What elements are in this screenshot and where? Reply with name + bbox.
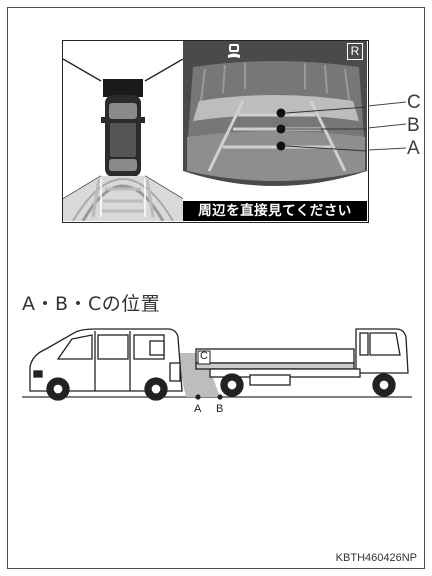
callout-a: A bbox=[407, 138, 420, 159]
section-title: A・B・Cの位置 bbox=[22, 293, 161, 315]
car-side bbox=[29, 328, 183, 401]
rear-view-panel: R 周辺を直接見てください bbox=[183, 41, 367, 221]
callout-leaders bbox=[367, 101, 407, 151]
warning-caption: 周辺を直接見てください bbox=[183, 201, 367, 221]
figure-code: KBTH460426NP bbox=[335, 552, 417, 564]
scene-label-b: B bbox=[216, 403, 224, 415]
rear-view-scene bbox=[183, 41, 367, 221]
camera-display: R 周辺を直接見てください bbox=[62, 40, 369, 223]
truck-side bbox=[195, 328, 409, 397]
scene-label-c: C bbox=[200, 350, 208, 362]
scene-label-a: A bbox=[194, 403, 202, 415]
reverse-gear-badge: R bbox=[347, 43, 363, 60]
camera-icon bbox=[228, 44, 240, 58]
top-view-car bbox=[101, 95, 145, 177]
top-view-panel bbox=[63, 41, 183, 221]
figure-frame bbox=[7, 7, 425, 569]
detection-area bbox=[176, 353, 220, 397]
callout-b: B bbox=[407, 115, 420, 136]
position-scene bbox=[22, 328, 412, 401]
callout-c: C bbox=[407, 92, 421, 113]
